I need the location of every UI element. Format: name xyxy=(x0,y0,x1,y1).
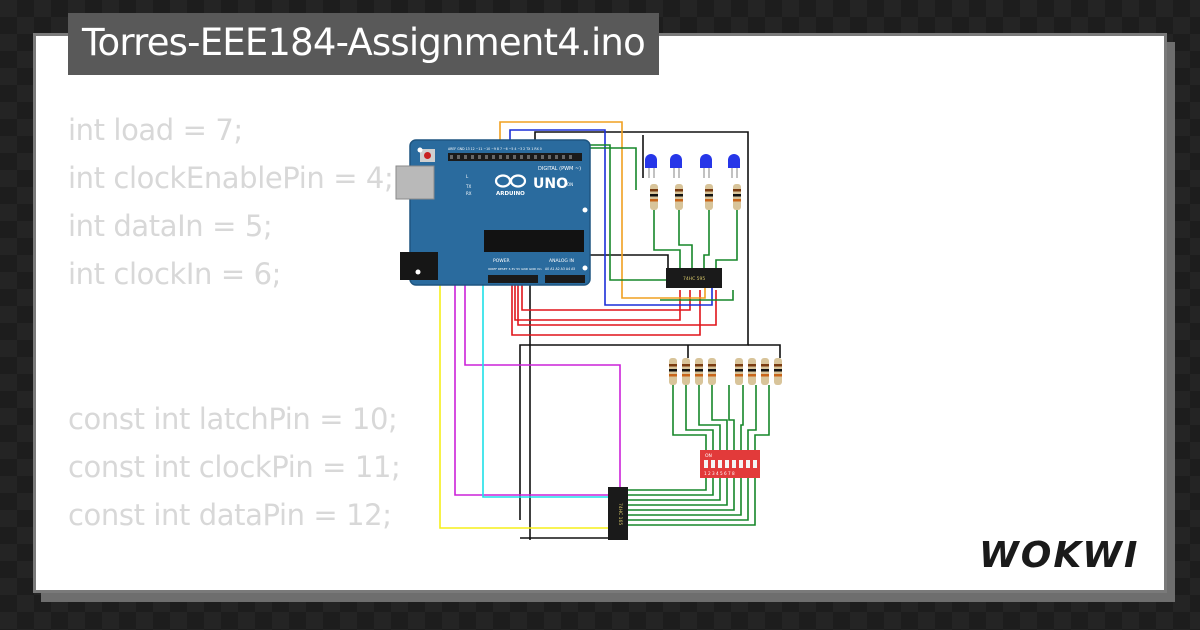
blue-led-icon[interactable] xyxy=(700,154,712,178)
digital-label: DIGITAL (PWM ~) xyxy=(538,166,581,172)
usb-port xyxy=(395,165,435,200)
shift-register-595[interactable]: 74HC 595 xyxy=(666,268,722,288)
dip-on-label: ON xyxy=(705,453,712,459)
resistor-icon[interactable] xyxy=(675,184,683,210)
analog-pin-labels: A0 A1 A2 A3 A4 A5 xyxy=(545,267,575,271)
code-line: int clockIn = 6; xyxy=(68,257,281,292)
led-group[interactable] xyxy=(645,154,741,210)
atmega-chip xyxy=(484,230,584,252)
arduino-logo-icon xyxy=(494,174,527,188)
code-line: const int dataPin = 12; xyxy=(68,497,392,532)
dip-switch[interactable]: ON 1 2 3 4 5 6 7 8 xyxy=(700,450,760,478)
resistor-icon[interactable] xyxy=(650,184,658,210)
chip-165-label: 74HC 165 xyxy=(617,503,623,525)
resistor-icon[interactable] xyxy=(695,358,703,385)
top-pin-labels: AREF GND 13 12 ~11 ~10 ~9 8 7 ~6 ~5 4 ~3… xyxy=(448,147,542,151)
board-name: UNO xyxy=(533,176,568,192)
code-line: const int latchPin = 10; xyxy=(68,401,398,436)
project-title[interactable]: Torres-EEE184-Assignment4.ino xyxy=(68,13,659,75)
analog-header xyxy=(545,275,585,283)
blue-led-icon[interactable] xyxy=(670,154,682,178)
board-led-tx: TX xyxy=(465,184,471,189)
analog-label: ANALOG IN xyxy=(549,258,574,264)
shift-register-165[interactable]: 74HC 165 xyxy=(608,487,628,540)
blue-led-icon[interactable] xyxy=(728,154,740,178)
power-pin-labels: IOREF RESET 3.3V 5V GND GND Vin xyxy=(488,267,542,271)
board-led-l: L xyxy=(466,174,469,179)
resistor-icon[interactable] xyxy=(761,358,769,385)
dip-numbers: 1 2 3 4 5 6 7 8 xyxy=(704,471,735,476)
resistor-icon[interactable] xyxy=(708,358,716,385)
code-line: const int clockPin = 11; xyxy=(68,449,401,484)
power-label: POWER xyxy=(493,258,510,264)
wokwi-logo-text: WOKWI xyxy=(979,535,1139,576)
resistor-icon[interactable] xyxy=(735,358,743,385)
board-led-rx: RX xyxy=(466,191,472,196)
code-line: int load = 7; xyxy=(68,113,243,147)
resistor-icon[interactable] xyxy=(705,184,713,210)
code-preview: int load = 7; int clockEnablePin = 4; in… xyxy=(68,106,401,590)
resistor-icon[interactable] xyxy=(748,358,756,385)
power-jack xyxy=(400,252,438,280)
dip-resistor-group[interactable] xyxy=(669,358,782,385)
arduino-uno-board[interactable]: DIGITAL (PWM ~) AREF GND 13 12 ~11 ~10 ~… xyxy=(395,139,591,286)
code-line: int dataIn = 5; xyxy=(68,209,273,244)
resistor-icon[interactable] xyxy=(774,358,782,385)
board-led-on: ON xyxy=(567,182,573,187)
resistor-icon[interactable] xyxy=(682,358,690,385)
power-header xyxy=(488,275,538,283)
code-line: int clockEnablePin = 4; xyxy=(68,161,394,196)
resistor-icon[interactable] xyxy=(669,358,677,385)
resistor-icon[interactable] xyxy=(733,184,741,210)
preview-card: int load = 7; int clockEnablePin = 4; in… xyxy=(33,33,1167,593)
chip-595-label: 74HC 595 xyxy=(683,276,705,282)
wokwi-logo[interactable]: WOKWI xyxy=(975,527,1151,579)
blue-led-icon[interactable] xyxy=(645,154,657,178)
board-brand: ARDUINO xyxy=(496,191,525,197)
